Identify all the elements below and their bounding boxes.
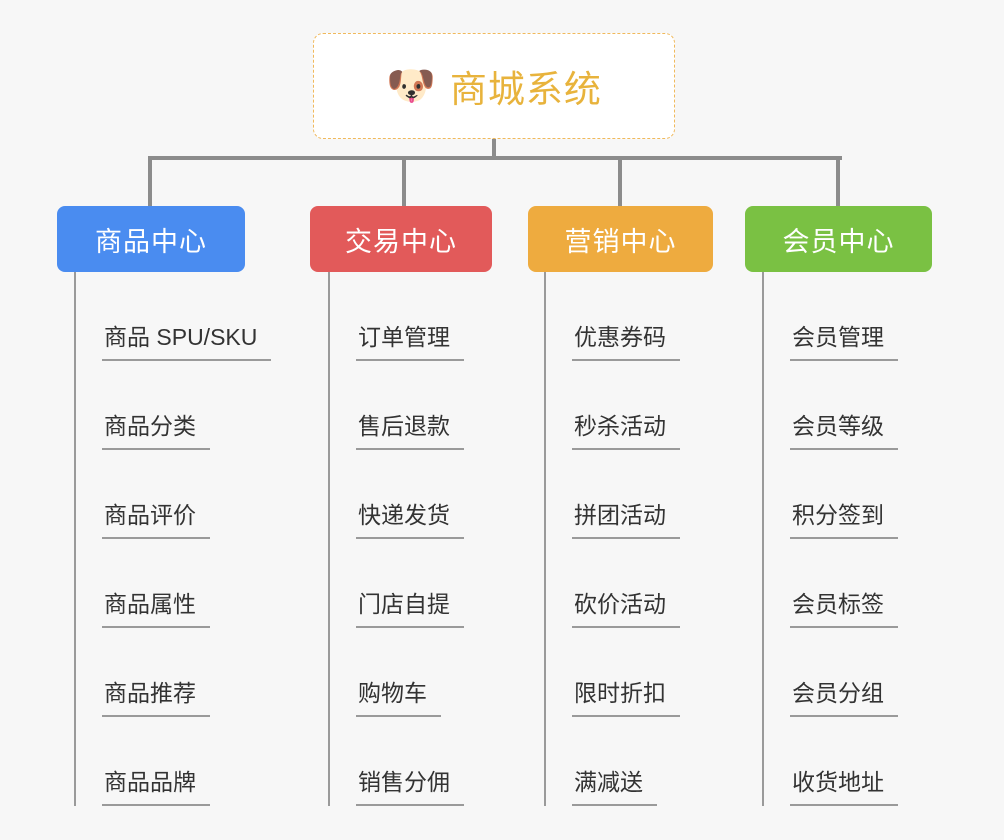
leaf-item[interactable]: 购物车 xyxy=(310,628,492,717)
leaf-item-label: 收货地址 xyxy=(790,763,898,806)
leaf-item-label: 会员管理 xyxy=(790,318,898,361)
column-product-center: 商品中心商品 SPU/SKU 商品分类商品评价商品属性商品推荐商品品牌 xyxy=(57,206,272,806)
leaf-item-label: 限时折扣 xyxy=(572,674,680,717)
leaf-item-label: 门店自提 xyxy=(356,585,464,628)
leaf-item-label: 砍价活动 xyxy=(572,585,680,628)
leaf-list-member-center: 会员管理会员等级积分签到会员标签会员分组收货地址 xyxy=(745,272,932,806)
leaf-item-label: 商品 SPU/SKU xyxy=(102,318,272,361)
category-box-product-center[interactable]: 商品中心 xyxy=(57,206,245,272)
leaf-item[interactable]: 拼团活动 xyxy=(528,450,713,539)
leaf-item[interactable]: 销售分佣 xyxy=(310,717,492,806)
leaf-item[interactable]: 满减送 xyxy=(528,717,713,806)
connector-horizontal-bus xyxy=(150,156,842,160)
leaf-item[interactable]: 限时折扣 xyxy=(528,628,713,717)
leaf-item-label: 商品推荐 xyxy=(102,674,210,717)
leaf-item[interactable]: 商品品牌 xyxy=(57,717,245,806)
connector-trunk xyxy=(492,139,496,159)
leaf-list-trade-center: 订单管理售后退款快递发货门店自提购物车销售分佣 xyxy=(310,272,492,806)
leaf-item-label: 积分签到 xyxy=(790,496,898,539)
connector-drop-marketing-center xyxy=(618,156,622,208)
leaf-item-label: 会员分组 xyxy=(790,674,898,717)
leaf-item-label: 订单管理 xyxy=(356,318,464,361)
leaf-item[interactable]: 快递发货 xyxy=(310,450,492,539)
leaf-item[interactable]: 订单管理 xyxy=(310,272,492,361)
leaf-spine xyxy=(328,272,330,806)
column-marketing-center: 营销中心优惠券码秒杀活动拼团活动砍价活动限时折扣满减送 xyxy=(528,206,713,806)
leaf-item[interactable]: 秒杀活动 xyxy=(528,361,713,450)
leaf-list-marketing-center: 优惠券码秒杀活动拼团活动砍价活动限时折扣满减送 xyxy=(528,272,713,806)
leaf-item-label: 会员标签 xyxy=(790,585,898,628)
leaf-item[interactable]: 售后退款 xyxy=(310,361,492,450)
category-label: 营销中心 xyxy=(564,226,677,257)
shiba-dog-face-icon: 🐶 xyxy=(386,64,436,108)
leaf-item[interactable]: 商品推荐 xyxy=(57,628,245,717)
leaf-item-label: 拼团活动 xyxy=(572,496,680,539)
category-label: 商品中心 xyxy=(95,226,207,257)
leaf-item-label: 优惠券码 xyxy=(572,318,680,361)
leaf-item-label: 快递发货 xyxy=(356,496,464,539)
leaf-item[interactable]: 商品 SPU/SKU xyxy=(57,272,272,361)
leaf-item[interactable]: 门店自提 xyxy=(310,539,492,628)
leaf-item[interactable]: 商品评价 xyxy=(57,450,245,539)
leaf-item-label: 商品品牌 xyxy=(102,763,210,806)
column-trade-center: 交易中心订单管理售后退款快递发货门店自提购物车销售分佣 xyxy=(310,206,492,806)
connector-drop-product-center xyxy=(148,156,152,208)
leaf-item[interactable]: 砍价活动 xyxy=(528,539,713,628)
leaf-item-label: 购物车 xyxy=(356,674,441,717)
leaf-item[interactable]: 会员等级 xyxy=(745,361,932,450)
leaf-item[interactable]: 商品分类 xyxy=(57,361,245,450)
leaf-list-product-center: 商品 SPU/SKU 商品分类商品评价商品属性商品推荐商品品牌 xyxy=(57,272,272,806)
leaf-item-label: 会员等级 xyxy=(790,407,898,450)
category-box-trade-center[interactable]: 交易中心 xyxy=(310,206,492,272)
category-label: 交易中心 xyxy=(345,226,457,257)
leaf-spine xyxy=(74,272,76,806)
leaf-item-label: 满减送 xyxy=(572,763,657,806)
connector-drop-member-center xyxy=(836,156,840,208)
root-title: 商城系统 xyxy=(449,69,602,110)
leaf-item[interactable]: 会员标签 xyxy=(745,539,932,628)
leaf-item[interactable]: 积分签到 xyxy=(745,450,932,539)
column-member-center: 会员中心会员管理会员等级积分签到会员标签会员分组收货地址 xyxy=(745,206,932,806)
leaf-item-label: 商品属性 xyxy=(102,585,210,628)
leaf-item-label: 秒杀活动 xyxy=(572,407,680,450)
leaf-item[interactable]: 收货地址 xyxy=(745,717,932,806)
leaf-item[interactable]: 会员分组 xyxy=(745,628,932,717)
leaf-spine xyxy=(762,272,764,806)
category-box-member-center[interactable]: 会员中心 xyxy=(745,206,932,272)
category-box-marketing-center[interactable]: 营销中心 xyxy=(528,206,713,272)
leaf-spine xyxy=(544,272,546,806)
connector-drop-trade-center xyxy=(402,156,406,208)
leaf-item[interactable]: 商品属性 xyxy=(57,539,245,628)
leaf-item-label: 售后退款 xyxy=(356,407,464,450)
leaf-item-label: 商品分类 xyxy=(102,407,210,450)
leaf-item-label: 销售分佣 xyxy=(356,763,464,806)
leaf-item-label: 商品评价 xyxy=(102,496,210,539)
leaf-item[interactable]: 优惠券码 xyxy=(528,272,713,361)
category-label: 会员中心 xyxy=(782,226,895,257)
root-node-mall-system[interactable]: 🐶 商城系统 xyxy=(313,33,675,139)
leaf-item[interactable]: 会员管理 xyxy=(745,272,932,361)
